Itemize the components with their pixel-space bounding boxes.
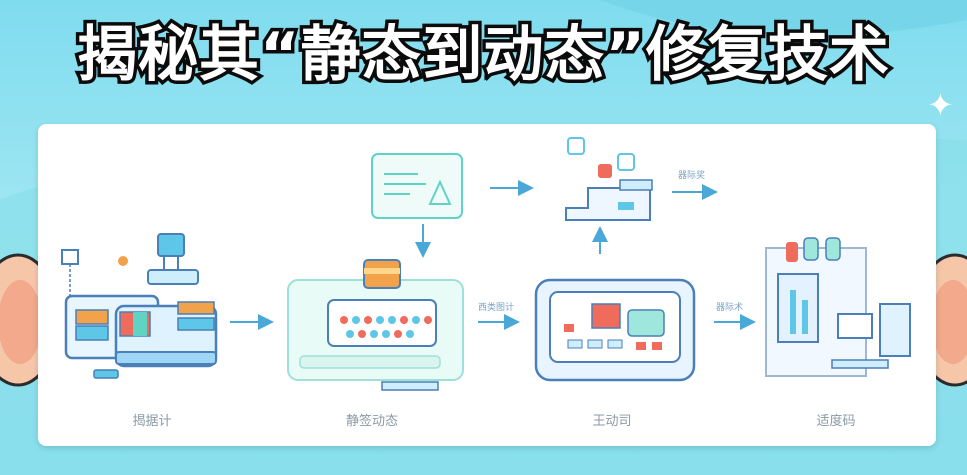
stage-1-machine-icon — [61, 233, 218, 379]
sparkle-icon: ✦ — [927, 86, 954, 124]
document-icon — [371, 153, 463, 219]
stage-4-workstation-icon — [765, 237, 911, 377]
arrow-label-mid-1: 西类图计 — [478, 301, 514, 313]
top-flow-block-icon — [565, 137, 653, 221]
process-diagram: 器际奖 西类图计 器际术 — [61, 137, 911, 391]
page-title: 揭秘其“静态到动态”修复技术 — [74, 17, 893, 94]
stage-2-board-icon — [287, 259, 464, 391]
stage-3-label: 王动司 — [592, 414, 632, 429]
stage-1-label: 揭据计 — [132, 414, 172, 429]
arrow-label-top-right: 器际奖 — [678, 169, 705, 181]
stage-3-device-icon — [534, 226, 696, 382]
arrow-label-mid-3: 器际术 — [716, 301, 743, 313]
stage-2-label: 静签动态 — [345, 414, 398, 429]
stage-4-label: 适度码 — [816, 414, 856, 429]
